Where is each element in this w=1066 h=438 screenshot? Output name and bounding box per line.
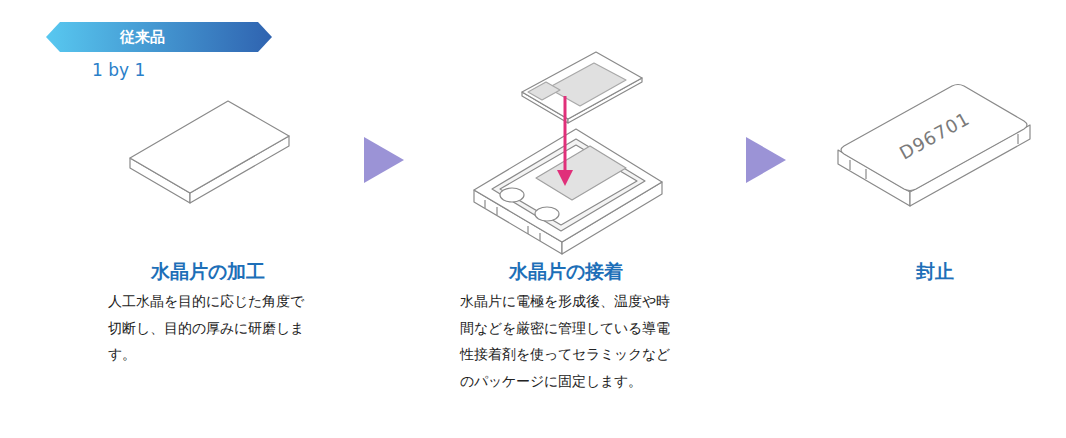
sealed-package xyxy=(838,85,1030,207)
category-banner: 従来品 xyxy=(46,22,272,52)
banner-fill xyxy=(46,22,272,52)
step-heading: 封止 xyxy=(860,258,1010,284)
step-heading: 水晶片の加工 xyxy=(108,258,308,284)
crystal-piece xyxy=(522,52,642,123)
process-step: 封止 xyxy=(860,258,1010,284)
flow-arrow xyxy=(746,137,786,183)
arrow-head xyxy=(364,137,404,183)
step-description: 水晶片に電極を形成後、温度や時間などを厳密に管理している導電性接着剤を使ってセラ… xyxy=(460,288,672,394)
insert-arrow xyxy=(557,96,573,186)
step-heading: 水晶片の接着 xyxy=(460,258,672,284)
quartz-blank xyxy=(130,101,289,203)
process-step: 水晶片の加工人工水晶を目的に応じた角度で切断し、目的の厚みに研磨します。 xyxy=(108,258,308,368)
caption-tag: 1 by 1 xyxy=(92,58,145,82)
banner-label: 従来品 xyxy=(120,22,165,52)
arrow-head xyxy=(746,137,786,183)
package-tray xyxy=(474,129,662,254)
flow-arrow xyxy=(364,137,404,183)
process-step: 水晶片の接着水晶片に電極を形成後、温度や時間などを厳密に管理している導電性接着剤… xyxy=(460,258,672,394)
step-description: 人工水晶を目的に応じた角度で切断し、目的の厚みに研磨します。 xyxy=(108,288,308,368)
